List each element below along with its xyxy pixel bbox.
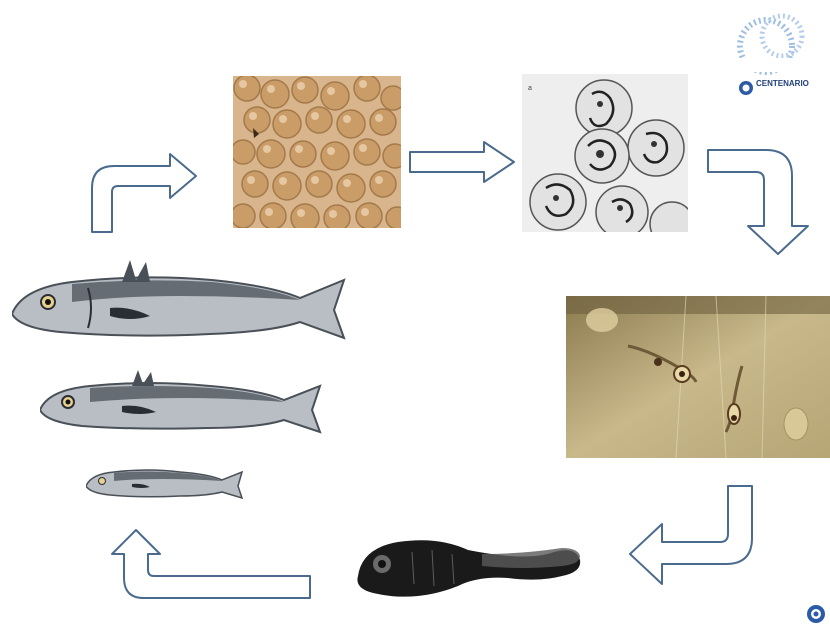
logo-graphic: CENTENARIO	[736, 6, 828, 104]
svg-text:a: a	[528, 85, 532, 92]
arrow-embryos-to-larvae	[706, 148, 812, 256]
developing-embryos-photo: a	[522, 74, 688, 232]
arrow-larvae-to-juvenile	[626, 484, 758, 588]
hake-fish-small	[86, 462, 246, 502]
hake-fish-large	[12, 258, 352, 348]
arrow-eggs-to-embryos	[408, 140, 516, 184]
logo-brand-text: CENTENARIO	[756, 79, 809, 88]
corner-emblem-icon	[806, 604, 826, 624]
juvenile-larva-photo	[352, 534, 586, 600]
arrow-juvenile-to-adults	[110, 526, 314, 600]
arrow-adults-to-eggs	[88, 150, 200, 234]
hake-fish-medium	[40, 370, 330, 438]
fish-eggs-photo	[233, 76, 401, 228]
larvae-photo	[566, 296, 830, 458]
centenario-logo: CENTENARIO	[736, 6, 828, 104]
